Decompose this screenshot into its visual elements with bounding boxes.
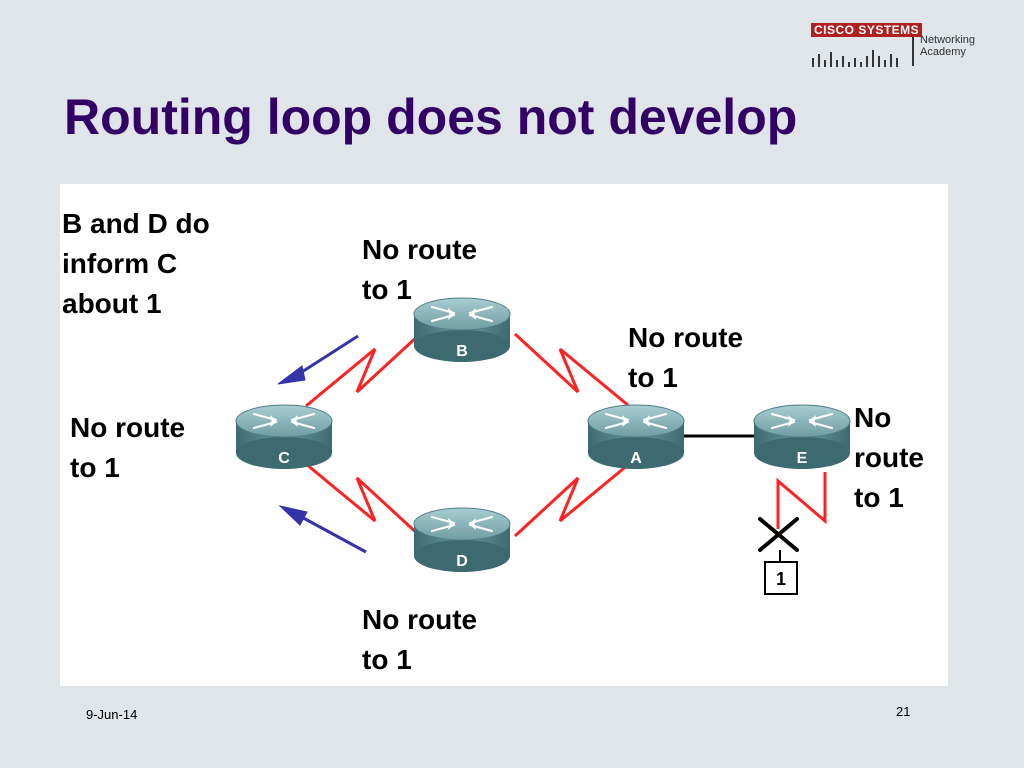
annotation-router-d: No route to 1 — [362, 604, 478, 675]
link-failure-x-icon — [758, 517, 799, 552]
arrow-b-to-c-head — [277, 365, 306, 385]
router-d: D — [412, 506, 512, 574]
annotation-router-c: No route to 1 — [70, 412, 186, 483]
network-1-label: 1 — [776, 569, 786, 589]
footer-date: 9-Jun-14 — [86, 707, 138, 722]
network-1-box: 1 — [764, 561, 798, 595]
router-b: B — [412, 296, 512, 364]
router-e-label: E — [797, 450, 808, 467]
arrow-b-to-c — [293, 334, 359, 379]
router-a: A — [586, 403, 686, 471]
router-c: C — [234, 403, 334, 471]
annotation-router-e: No route to 1 — [854, 402, 924, 513]
cisco-networking-academy-logo: CISCO SYSTEMS Networking Academy — [808, 20, 998, 72]
cisco-brand-text: CISCO SYSTEMS — [811, 23, 923, 37]
link-c-d — [305, 462, 422, 538]
diagram-panel: B C A D E 1 B and D do inform C a — [60, 184, 948, 686]
slide-title: Routing loop does not develop — [64, 89, 798, 145]
link-b-a — [513, 332, 630, 408]
link-c-b — [305, 332, 422, 408]
router-c-label: C — [278, 450, 290, 467]
annotation-router-b: No route to 1 — [362, 234, 478, 305]
annotation-router-a: No route to 1 — [628, 322, 744, 393]
network-topology-diagram: B C A D E 1 — [234, 296, 852, 595]
link-a-d — [513, 462, 630, 538]
page-number: 21 — [896, 704, 911, 719]
arrow-d-to-c-head — [278, 505, 308, 526]
arrow-d-to-c — [295, 512, 367, 554]
serial-links — [305, 332, 827, 538]
update-arrows — [277, 334, 367, 554]
networking-academy-text: Networking Academy — [920, 34, 976, 58]
link-e-network — [776, 472, 827, 529]
router-b-label: B — [456, 343, 468, 360]
annotation-b-and-d-inform-c: B and D do inform C about 1 — [62, 208, 210, 319]
router-d-label: D — [456, 553, 468, 570]
router-e: E — [752, 403, 852, 471]
cisco-bars-icon — [812, 36, 914, 67]
router-a-label: A — [630, 450, 642, 467]
